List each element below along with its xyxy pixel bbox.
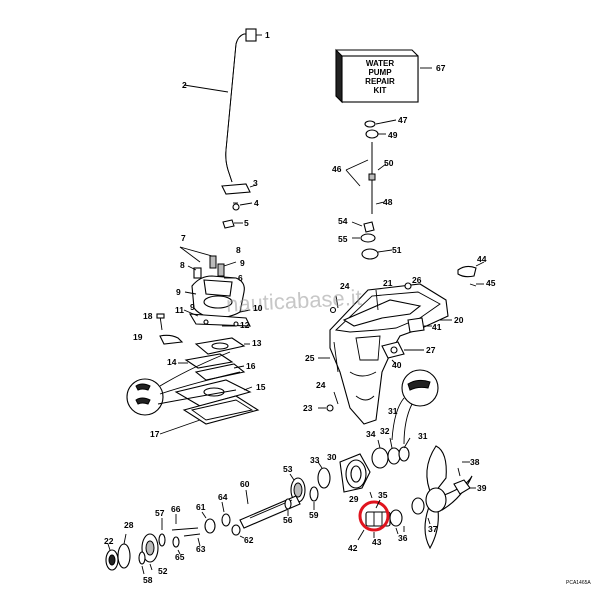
trim-tab-parts bbox=[457, 261, 485, 287]
callout-54: 54 bbox=[338, 216, 348, 226]
driveshaft-assembly bbox=[345, 119, 397, 260]
callout-18: 18 bbox=[143, 311, 153, 321]
callout-51: 51 bbox=[392, 245, 402, 255]
callout-57: 57 bbox=[155, 508, 165, 518]
callout-26: 26 bbox=[412, 275, 422, 285]
callout-6: 6 bbox=[238, 273, 243, 283]
callout-10: 10 bbox=[253, 303, 263, 313]
callout-21: 21 bbox=[383, 278, 393, 288]
callout-17: 17 bbox=[150, 429, 160, 439]
callout-50: 50 bbox=[384, 158, 394, 168]
callout-25: 25 bbox=[305, 353, 315, 363]
callout-42: 42 bbox=[348, 543, 358, 553]
callout-15: 15 bbox=[256, 382, 266, 392]
callout-32: 32 bbox=[380, 426, 390, 436]
callout-53: 53 bbox=[283, 464, 293, 474]
callout-35: 35 bbox=[378, 490, 388, 500]
callout-38: 38 bbox=[470, 457, 480, 467]
inset-circle-right bbox=[391, 369, 439, 445]
shift-rod bbox=[183, 28, 262, 229]
kit-label-line3: REPAIR bbox=[365, 77, 395, 86]
callout-65: 65 bbox=[175, 552, 185, 562]
callout-37: 37 bbox=[428, 524, 438, 534]
callout-27: 27 bbox=[426, 345, 436, 355]
callout-39: 39 bbox=[477, 483, 487, 493]
water-pump-kit-box bbox=[335, 48, 432, 104]
callout-47: 47 bbox=[398, 115, 408, 125]
callout-43: 43 bbox=[372, 537, 382, 547]
callout-4: 4 bbox=[254, 198, 259, 208]
callout-48: 48 bbox=[383, 197, 393, 207]
callout-58: 58 bbox=[143, 575, 153, 585]
inset-circle-left bbox=[126, 351, 241, 416]
callout-34: 34 bbox=[366, 429, 376, 439]
callout-19: 19 bbox=[133, 332, 143, 342]
kit-label-line4: KIT bbox=[374, 86, 387, 95]
callout-8b: 8 bbox=[236, 245, 241, 255]
propeller-assembly bbox=[403, 445, 476, 550]
callout-23: 23 bbox=[303, 403, 313, 413]
callout-41: 41 bbox=[432, 322, 442, 332]
callout-40: 40 bbox=[392, 360, 402, 370]
callout-14: 14 bbox=[167, 357, 177, 367]
callout-52: 52 bbox=[158, 566, 168, 576]
gearcase-housing bbox=[318, 282, 452, 425]
kit-label-line1: WATER bbox=[366, 59, 395, 68]
callout-31b: 31 bbox=[418, 431, 428, 441]
callout-9b: 9 bbox=[176, 287, 181, 297]
callout-7: 7 bbox=[181, 233, 186, 243]
callout-36: 36 bbox=[398, 533, 408, 543]
callout-44: 44 bbox=[477, 254, 487, 264]
callout-24a: 24 bbox=[340, 281, 350, 291]
pump-housing-group bbox=[156, 246, 260, 435]
callout-12: 12 bbox=[240, 320, 250, 330]
callout-67: 67 bbox=[436, 63, 446, 73]
callout-33: 33 bbox=[310, 455, 320, 465]
callout-1: 1 bbox=[265, 30, 270, 40]
callout-labels: 1 2 3 4 5 6 7 8 8 9 9 9 10 11 12 13 14 1… bbox=[104, 30, 496, 585]
highlighted-part bbox=[357, 499, 403, 541]
callout-49: 49 bbox=[388, 130, 398, 140]
callout-64: 64 bbox=[218, 492, 228, 502]
callout-31a: 31 bbox=[388, 406, 398, 416]
callout-56: 56 bbox=[283, 515, 293, 525]
callout-2: 2 bbox=[182, 80, 187, 90]
callout-61: 61 bbox=[196, 502, 206, 512]
drawing-code: PCA1465A bbox=[566, 580, 591, 586]
callout-24b: 24 bbox=[316, 380, 326, 390]
callout-29: 29 bbox=[349, 494, 359, 504]
lower-gear-train bbox=[105, 437, 411, 575]
callout-30: 30 bbox=[327, 452, 337, 462]
callout-20: 20 bbox=[454, 315, 464, 325]
callout-62: 62 bbox=[244, 535, 254, 545]
callout-55: 55 bbox=[338, 234, 348, 244]
callout-60: 60 bbox=[240, 479, 250, 489]
kit-label-line2: PUMP bbox=[368, 68, 392, 77]
callout-13: 13 bbox=[252, 338, 262, 348]
callout-11: 11 bbox=[175, 305, 184, 315]
callout-3: 3 bbox=[253, 178, 258, 188]
callout-22: 22 bbox=[104, 536, 114, 546]
callout-28: 28 bbox=[124, 520, 134, 530]
callout-9a: 9 bbox=[240, 258, 245, 268]
callout-8a: 8 bbox=[180, 260, 185, 270]
callout-16: 16 bbox=[246, 361, 256, 371]
callout-66: 66 bbox=[171, 504, 181, 514]
callout-5: 5 bbox=[244, 218, 249, 228]
callout-59: 59 bbox=[309, 510, 319, 520]
callout-9c: 9 bbox=[190, 302, 195, 312]
callout-46: 46 bbox=[332, 164, 342, 174]
callout-45: 45 bbox=[486, 278, 496, 288]
callout-63: 63 bbox=[196, 544, 206, 554]
